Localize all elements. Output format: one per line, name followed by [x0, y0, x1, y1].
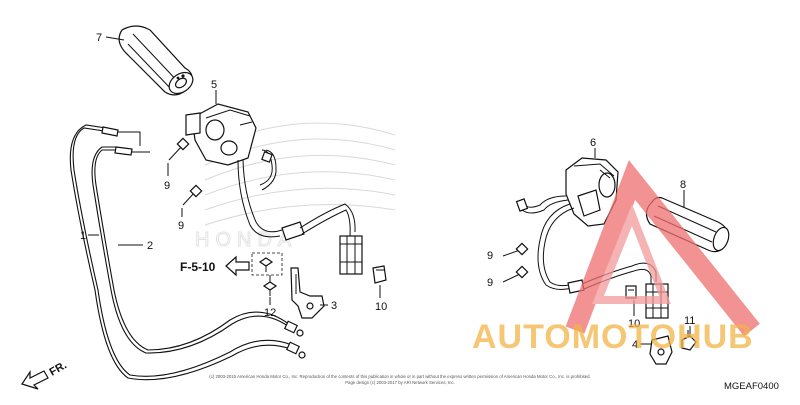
part-5-label[interactable]: 5: [211, 79, 217, 91]
part-9-right-lower-label[interactable]: 9: [487, 277, 493, 289]
part-9-left-lower-label[interactable]: 9: [178, 220, 184, 232]
copyright-line-2: Page design (c) 2003-2017 by ARI Network…: [345, 380, 455, 385]
bolt-group-12: [251, 252, 283, 296]
part-7-label[interactable]: 7: [96, 32, 102, 44]
cable-holder-3: [290, 267, 325, 319]
right-screw-lower: [502, 265, 529, 283]
left-screw-lower: [182, 184, 203, 206]
part-8-label[interactable]: 8: [680, 179, 686, 191]
left-grip: [118, 25, 194, 96]
part-9-right-upper-label[interactable]: 9: [487, 250, 493, 262]
diagram-code: MGEAF0400: [724, 381, 779, 392]
reference-f-5-10[interactable]: F-5-10: [180, 260, 216, 274]
part-12-label[interactable]: 12: [264, 307, 276, 319]
right-screw-upper: [502, 242, 529, 257]
bolt-11: [681, 330, 697, 351]
left-switch-housing: [185, 103, 257, 166]
copyright-line-1: (c) 2003-2015 American Honda Motor Co., …: [209, 374, 590, 379]
right-switch-housing: [565, 157, 619, 227]
left-switch-harness: [237, 149, 363, 275]
brand-watermark-text: HONDA: [195, 229, 297, 251]
part-3-label[interactable]: 3: [331, 300, 337, 312]
part-9-left-upper-label[interactable]: 9: [164, 180, 170, 192]
part-4-label[interactable]: 4: [632, 339, 638, 351]
left-screw-upper: [168, 137, 190, 161]
right-switch-harness: [515, 195, 669, 319]
holder-4: [649, 335, 673, 365]
part-10-left-label[interactable]: 10: [375, 301, 387, 313]
left-connector-10: [372, 265, 387, 284]
part-11-label[interactable]: 11: [684, 315, 695, 327]
front-direction-arrow: [21, 370, 49, 390]
watermark-text: AUTOMOTOHUB: [472, 318, 754, 356]
watermark-triangle-logo: [565, 160, 760, 337]
throttle-cables: [69, 124, 306, 381]
part-6-label[interactable]: 6: [590, 137, 596, 149]
part-1-label[interactable]: 1: [80, 230, 86, 242]
reference-arrow: [225, 255, 250, 277]
part-2-label[interactable]: 2: [147, 240, 153, 252]
part-10-right-label[interactable]: 10: [628, 318, 640, 330]
front-label[interactable]: FR.: [48, 359, 69, 378]
